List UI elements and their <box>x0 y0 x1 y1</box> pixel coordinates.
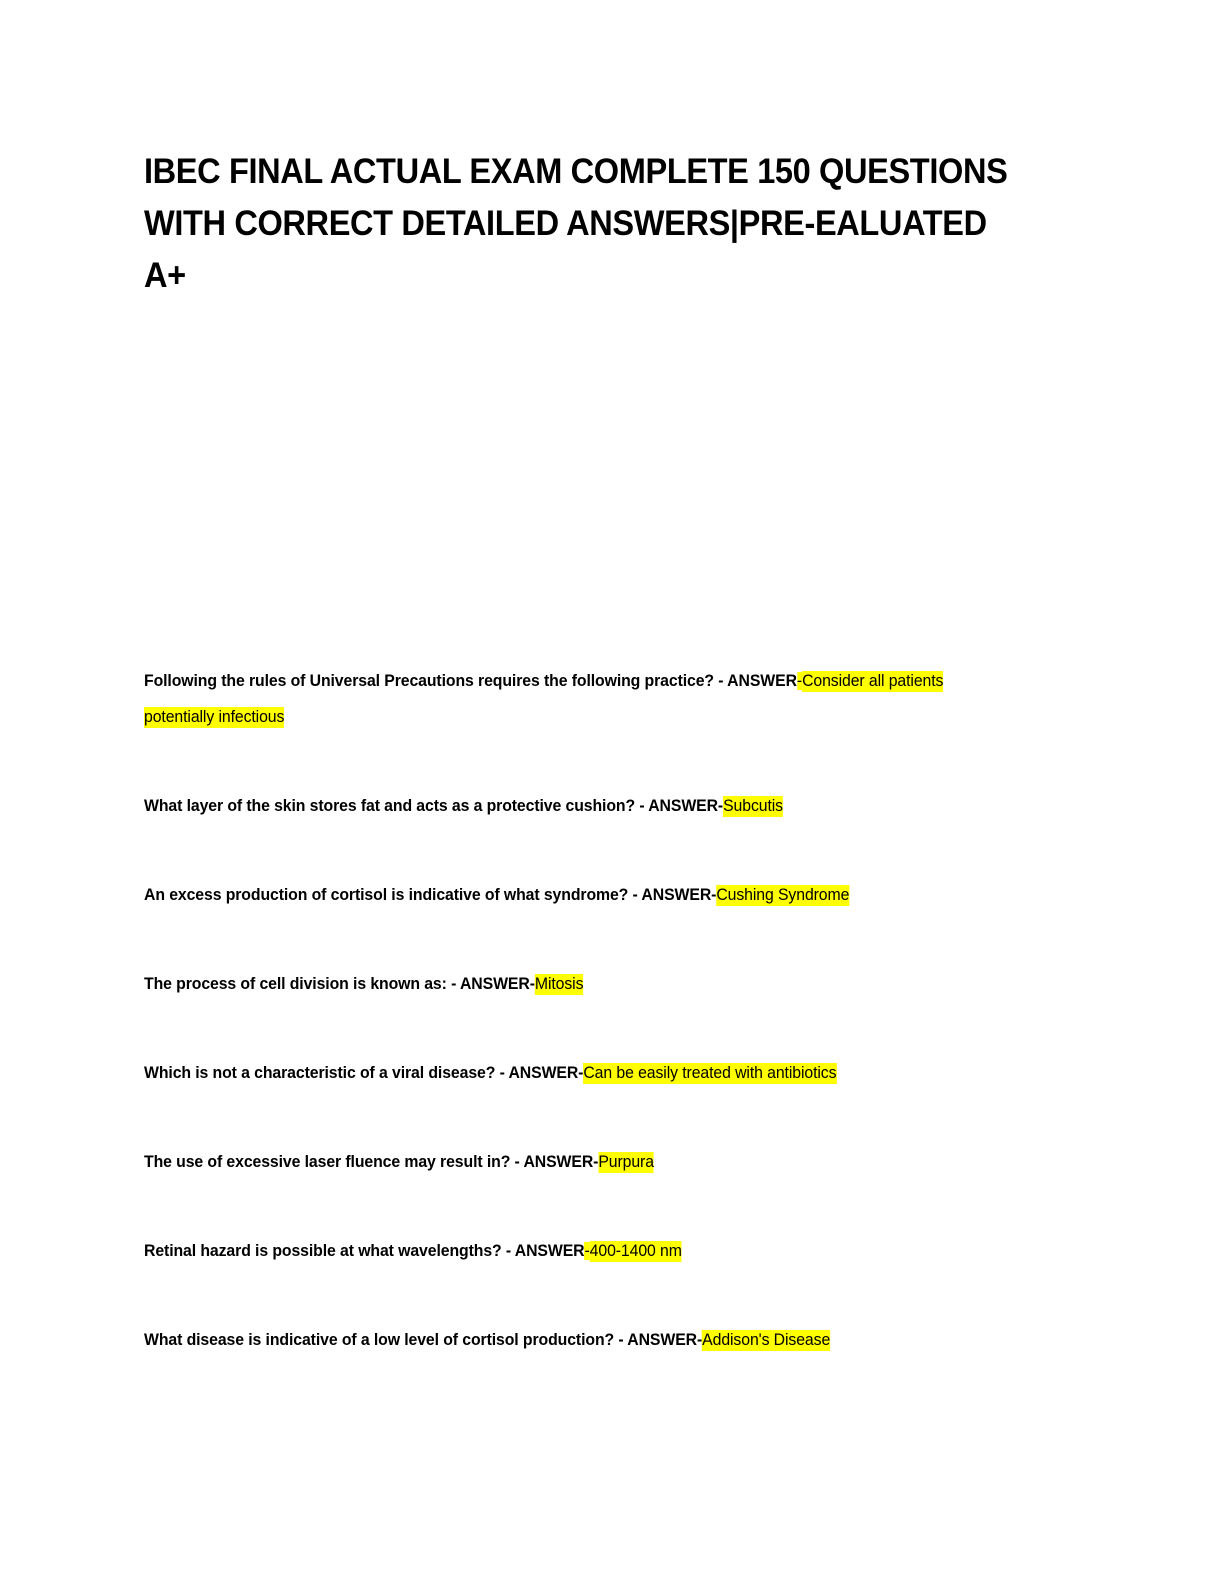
qa-answer-highlight: Can be easily treated with antibiotics <box>583 1063 837 1084</box>
qa-item: The use of excessive laser fluence may r… <box>144 1144 974 1180</box>
qa-list: Following the rules of Universal Precaut… <box>144 663 1004 1358</box>
qa-item: An excess production of cortisol is indi… <box>144 877 974 913</box>
qa-answer-highlight: Mitosis <box>534 974 584 995</box>
qa-item: Following the rules of Universal Precaut… <box>144 663 974 735</box>
qa-answer-highlight: 400-1400 nm <box>589 1241 682 1262</box>
qa-answer-highlight: Addison's Disease <box>702 1330 831 1351</box>
qa-question: Retinal hazard is possible at what wavel… <box>144 1242 585 1260</box>
qa-answer-highlight: Cushing Syndrome <box>716 885 850 906</box>
qa-question: Following the rules of Universal Precaut… <box>144 672 797 690</box>
qa-question: What disease is indicative of a low leve… <box>144 1331 703 1349</box>
qa-question: An excess production of cortisol is indi… <box>144 886 717 904</box>
qa-item: Retinal hazard is possible at what wavel… <box>144 1233 974 1269</box>
qa-answer-highlight: Purpura <box>598 1152 654 1173</box>
qa-question: What layer of the skin stores fat and ac… <box>144 797 724 815</box>
qa-item: What disease is indicative of a low leve… <box>144 1322 974 1358</box>
qa-question: Which is not a characteristic of a viral… <box>144 1064 584 1082</box>
qa-question: The use of excessive laser fluence may r… <box>144 1153 599 1171</box>
qa-item: What layer of the skin stores fat and ac… <box>144 788 974 824</box>
qa-separator: - <box>796 672 803 690</box>
qa-separator: - <box>584 1242 590 1260</box>
qa-item: The process of cell division is known as… <box>144 966 974 1002</box>
qa-answer-highlight: Subcutis <box>723 796 784 817</box>
page-title: IBEC FINAL ACTUAL EXAM COMPLETE 150 QUES… <box>144 152 1008 295</box>
qa-question: The process of cell division is known as… <box>144 975 535 993</box>
qa-item: Which is not a characteristic of a viral… <box>144 1055 974 1091</box>
